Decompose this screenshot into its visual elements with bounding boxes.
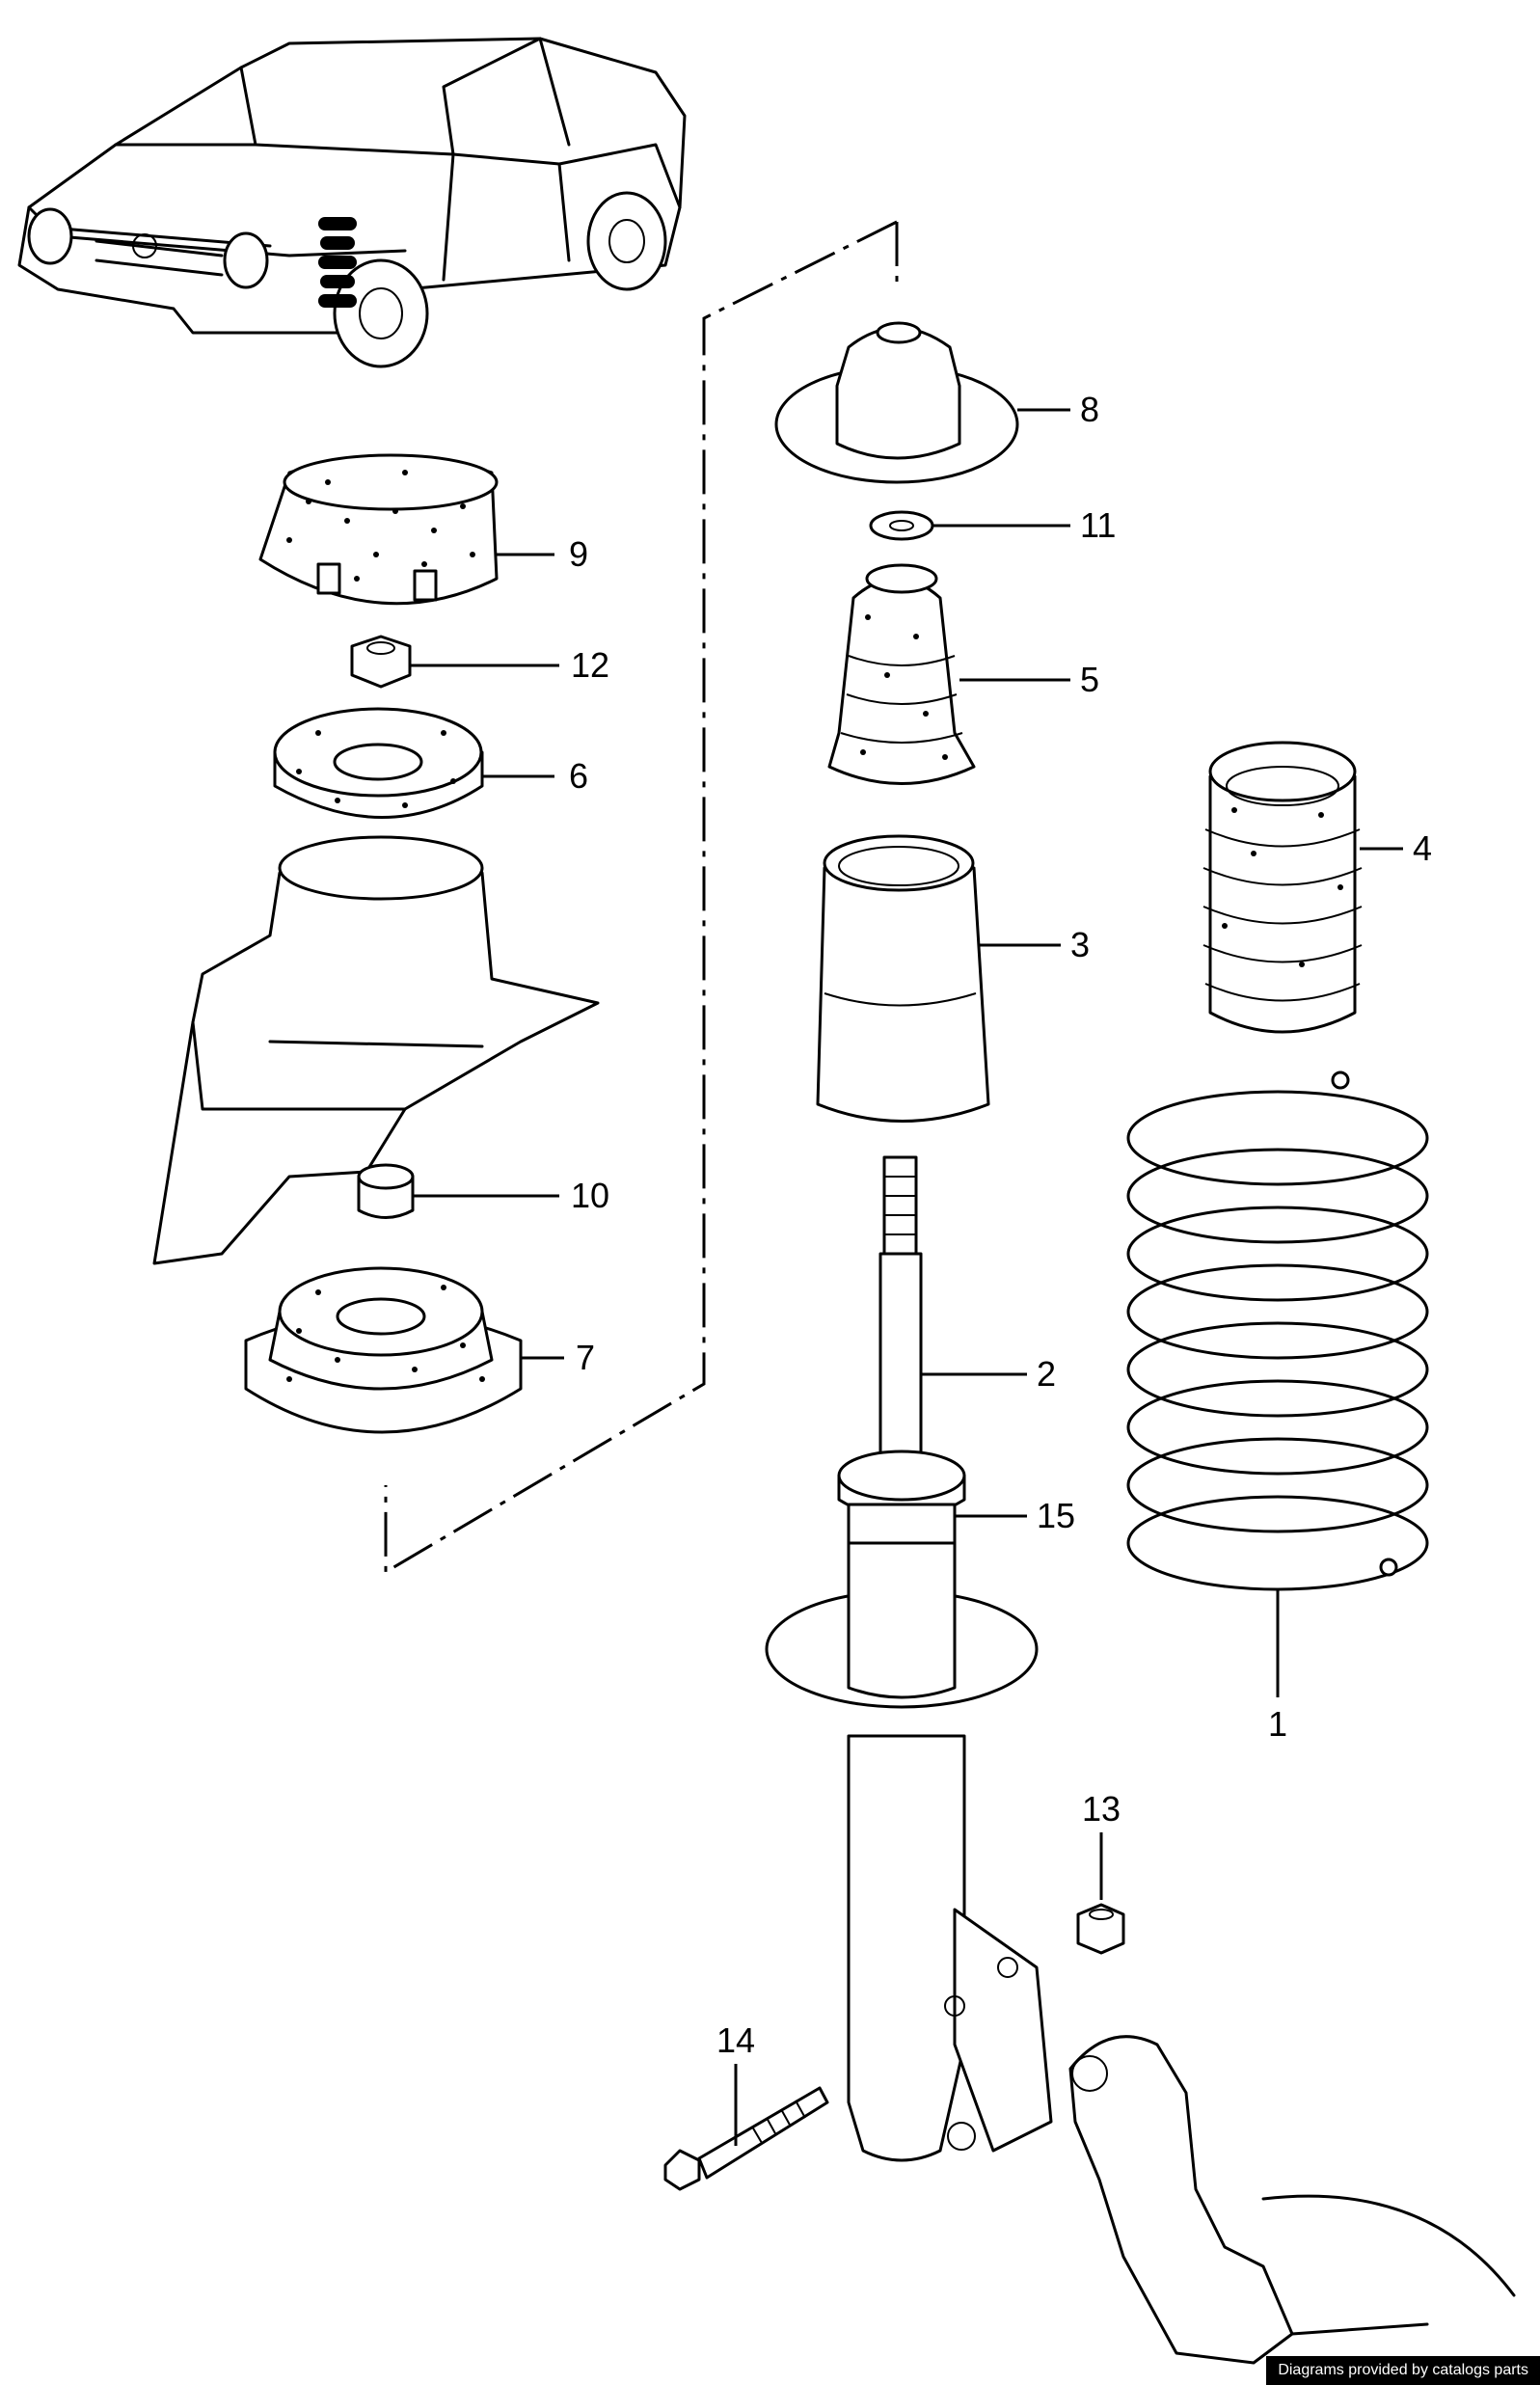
callout-labels: 1 2 3 4 5 6 7 8 9 10 11 12 13 14 15 xyxy=(569,390,1432,2060)
part-4-gaiter xyxy=(1202,741,1363,1034)
part-10-sleeve xyxy=(357,1163,415,1219)
part-13-nut xyxy=(1076,1903,1125,1955)
part-11-washer xyxy=(869,510,934,541)
body-strut-tower xyxy=(152,835,600,1265)
part-5-bump-stop xyxy=(827,563,976,785)
callout-13: 13 xyxy=(1082,1789,1121,1829)
leader-lines xyxy=(410,408,1403,2146)
car-illustration xyxy=(17,37,687,368)
callout-12: 12 xyxy=(571,645,609,685)
part-12-nut xyxy=(350,635,412,689)
part-9-cap xyxy=(258,453,499,606)
callout-9: 9 xyxy=(569,534,588,574)
part-8-upper-mount xyxy=(774,321,1019,484)
callout-1: 1 xyxy=(1268,1704,1287,1744)
callout-10: 10 xyxy=(571,1176,609,1215)
steering-knuckle xyxy=(1068,2035,1516,2365)
part-14-bolt xyxy=(663,2086,829,2191)
callout-11: 11 xyxy=(1080,505,1116,545)
callout-7: 7 xyxy=(576,1338,595,1377)
callout-14: 14 xyxy=(716,2020,755,2060)
callout-4: 4 xyxy=(1413,828,1432,868)
callout-15: 15 xyxy=(1037,1496,1075,1535)
callout-5: 5 xyxy=(1080,660,1099,699)
callout-8: 8 xyxy=(1080,390,1099,429)
part-7-strut-mount xyxy=(244,1266,523,1434)
part-1-coil-spring xyxy=(1126,1071,1429,1591)
callout-6: 6 xyxy=(569,756,588,796)
assembly-guide-lines xyxy=(384,220,899,1575)
part-2-strut xyxy=(765,1155,1053,2162)
part-9-texture xyxy=(286,470,475,582)
car-spring-highlight xyxy=(318,217,357,308)
callout-2: 2 xyxy=(1037,1354,1056,1394)
part-3-protective-tube xyxy=(816,834,990,1123)
credit-footer: Diagrams provided by catalogs parts xyxy=(1266,2356,1540,2385)
callout-3: 3 xyxy=(1070,925,1090,964)
part-6-bearing-ring xyxy=(273,707,484,819)
